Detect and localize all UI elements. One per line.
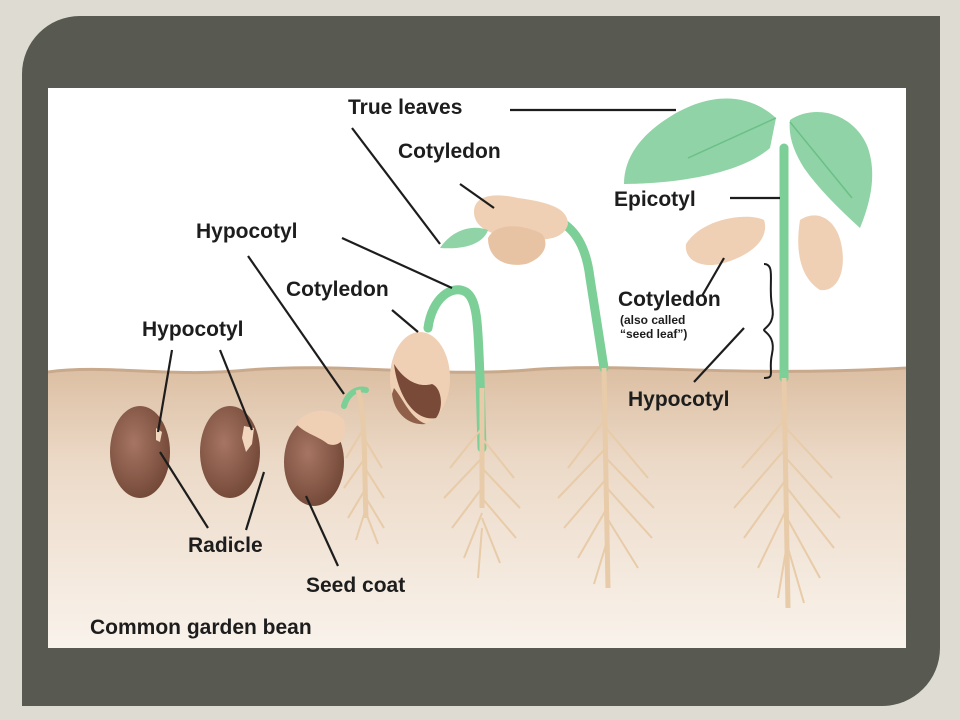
- label-true-leaves: True leaves: [348, 96, 463, 119]
- label-cotyledon-right: Cotyledon: [618, 288, 721, 311]
- label-seed-coat: Seed coat: [306, 574, 406, 597]
- seedling-stage-6: [624, 98, 873, 609]
- seedling-stage-4: [390, 285, 521, 579]
- label-cotyledon-top: Cotyledon: [398, 140, 501, 163]
- label-cotyledon-note-2: “seed leaf”): [620, 327, 688, 341]
- label-hypocotyl-left: Hypocotyl: [142, 318, 244, 341]
- diagram-panel: True leaves Cotyledon Epicotyl Hypocotyl…: [48, 88, 906, 648]
- caption: Common garden bean: [90, 616, 312, 639]
- seed-stage-3: [284, 386, 385, 545]
- leader-lines: [156, 108, 780, 567]
- label-radicle: Radicle: [188, 534, 263, 557]
- soil: [48, 367, 906, 648]
- label-hypocotyl-mid: Hypocotyl: [196, 220, 298, 243]
- bean-germination-illustration: [48, 98, 906, 648]
- label-cotyledon-mid: Cotyledon: [286, 278, 389, 301]
- seedling-stage-5: [440, 195, 655, 589]
- label-hypocotyl-right: Hypocotyl: [628, 388, 730, 411]
- label-epicotyl: Epicotyl: [614, 188, 696, 211]
- label-cotyledon-note-1: (also called: [620, 313, 686, 327]
- seed-stage-2: [200, 406, 260, 498]
